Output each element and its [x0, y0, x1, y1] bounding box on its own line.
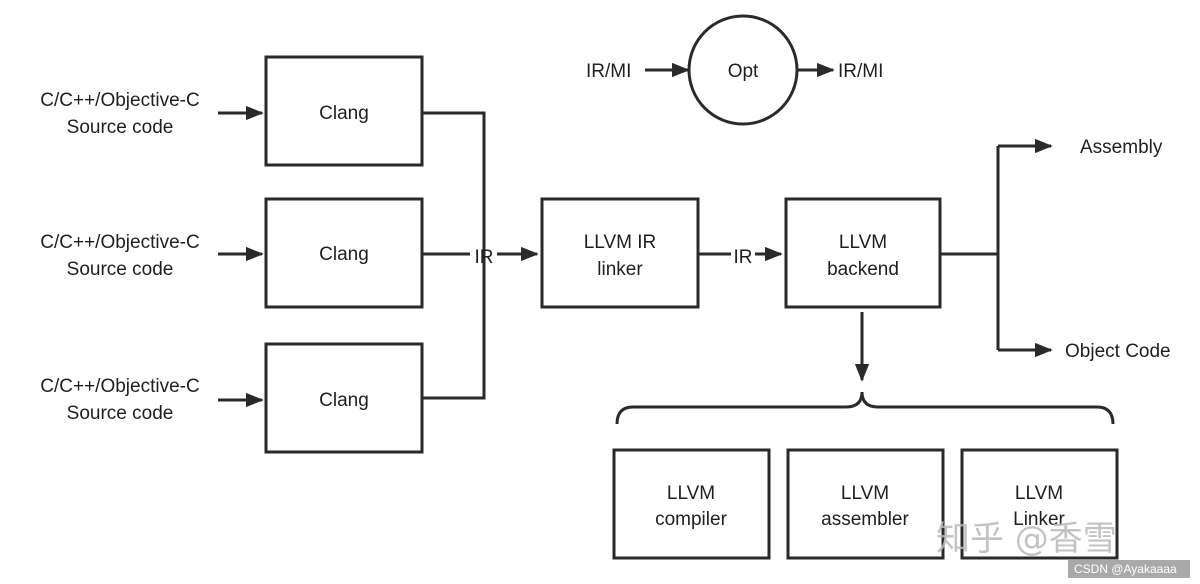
- llvm-linker-box: LLVM Linker: [960, 448, 1119, 560]
- clang-box-3: Clang: [264, 342, 424, 454]
- clang-label: Clang: [319, 244, 369, 265]
- opt-output-label: IR/MI: [838, 61, 883, 82]
- svg-text:LLVM: LLVM: [839, 232, 887, 253]
- ir-label-2: IR: [734, 247, 753, 268]
- svg-text:CSDN @Ayakaaaa: CSDN @Ayakaaaa: [1074, 562, 1177, 576]
- object-code-label: Object Code: [1065, 341, 1171, 362]
- svg-text:backend: backend: [827, 259, 899, 280]
- assembly-label: Assembly: [1080, 137, 1163, 158]
- clang-box-1: Clang: [264, 55, 424, 167]
- llvm-compiler-box: LLVM compiler: [612, 448, 771, 560]
- source-code-label-1: C/C++/Objective-C Source code: [40, 90, 199, 138]
- svg-text:知乎 @香雪: 知乎 @香雪: [936, 519, 1117, 559]
- llvm-assembler-box: LLVM assembler: [786, 448, 945, 560]
- svg-text:Source code: Source code: [67, 403, 174, 424]
- svg-text:C/C++/Objective-C: C/C++/Objective-C: [40, 376, 199, 397]
- svg-text:Opt: Opt: [728, 61, 759, 82]
- opt-circle: Opt: [687, 14, 799, 126]
- svg-text:assembler: assembler: [821, 509, 909, 530]
- svg-text:LLVM: LLVM: [841, 483, 889, 504]
- svg-text:Source code: Source code: [67, 259, 174, 280]
- source-code-label-2: C/C++/Objective-C Source code: [40, 232, 199, 280]
- llvm-ir-linker-box: LLVM IR linker: [540, 197, 700, 309]
- svg-text:LLVM IR: LLVM IR: [584, 232, 657, 253]
- svg-text:compiler: compiler: [655, 509, 727, 530]
- opt-input-label: IR/MI: [586, 61, 631, 82]
- svg-text:C/C++/Objective-C: C/C++/Objective-C: [40, 232, 199, 253]
- svg-text:LLVM: LLVM: [1015, 483, 1063, 504]
- clang-label: Clang: [319, 390, 369, 411]
- ir-label: IR: [475, 247, 494, 268]
- clang-box-2: Clang: [264, 197, 424, 309]
- clang-label: Clang: [319, 103, 369, 124]
- svg-text:C/C++/Objective-C: C/C++/Objective-C: [40, 90, 199, 111]
- clang-output-bus: [422, 111, 486, 400]
- svg-text:Source code: Source code: [67, 117, 174, 138]
- svg-text:LLVM: LLVM: [667, 483, 715, 504]
- svg-text:linker: linker: [597, 259, 643, 280]
- llvm-backend-box: LLVM backend: [784, 197, 942, 309]
- components-brace: [615, 391, 1115, 425]
- source-code-label-3: C/C++/Objective-C Source code: [40, 376, 199, 424]
- zhihu-watermark: 知乎 @香雪: [936, 519, 1117, 559]
- csdn-credit: CSDN @Ayakaaaa: [1068, 560, 1190, 578]
- svg-text:Linker: Linker: [1013, 509, 1065, 530]
